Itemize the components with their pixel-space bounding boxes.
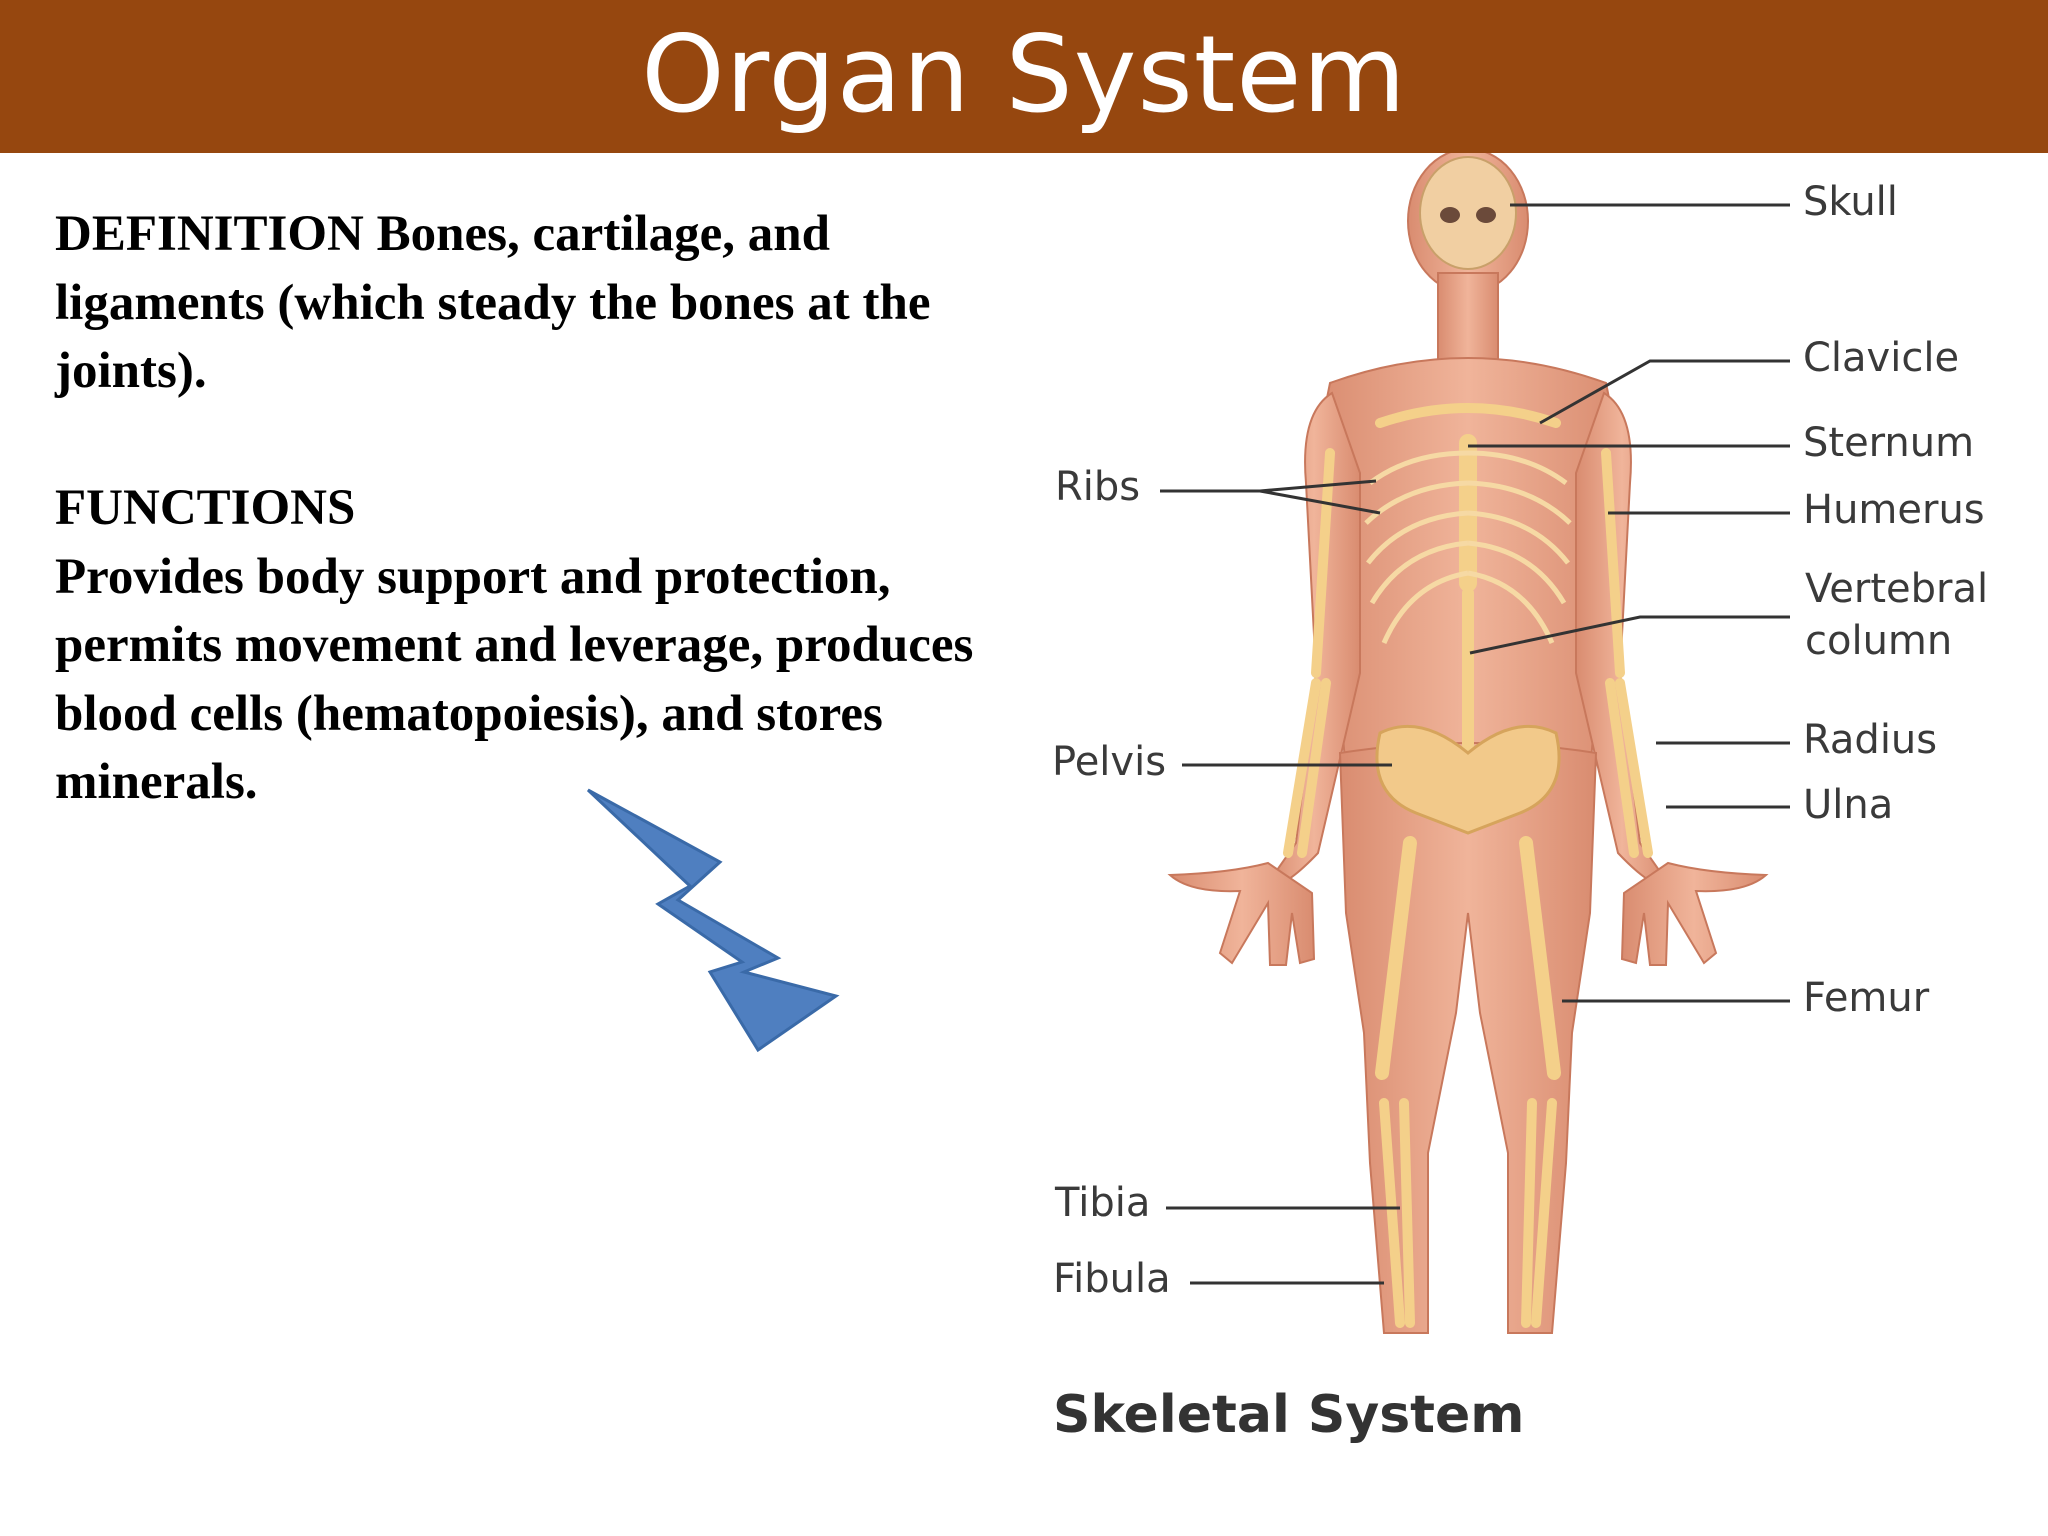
label-sternum: Sternum — [1803, 420, 1975, 466]
slide-title: Organ System — [641, 13, 1407, 136]
skeletal-system-figure: Skull Clavicle Sternum Humerus Vertebral… — [720, 153, 2048, 1536]
label-skull: Skull — [1803, 179, 1898, 225]
text-block: DEFINITION Bones, cartilage, and ligamen… — [55, 200, 1015, 817]
label-humerus: Humerus — [1803, 487, 1985, 533]
label-pelvis: Pelvis — [1052, 739, 1167, 785]
label-fibula: Fibula — [1053, 1256, 1171, 1302]
figure-caption: Skeletal System — [1053, 1385, 1525, 1445]
skeleton-illustration — [1160, 153, 1790, 1334]
title-bar: Organ System — [0, 0, 2048, 153]
label-radius: Radius — [1803, 717, 1938, 763]
label-tibia: Tibia — [1055, 1180, 1151, 1226]
label-column: column — [1805, 618, 1953, 664]
label-vertebral: Vertebral — [1805, 566, 1989, 612]
label-femur: Femur — [1803, 975, 1930, 1021]
functions-text: Provides body support and protection, pe… — [55, 548, 974, 811]
label-ribs: Ribs — [1055, 464, 1141, 510]
functions-heading: FUNCTIONS — [55, 480, 356, 536]
definition-text: DEFINITION Bones, cartilage, and ligamen… — [55, 206, 931, 399]
label-ulna: Ulna — [1803, 782, 1894, 828]
label-clavicle: Clavicle — [1803, 335, 1960, 381]
lightning-bolt-shape — [586, 788, 840, 1053]
